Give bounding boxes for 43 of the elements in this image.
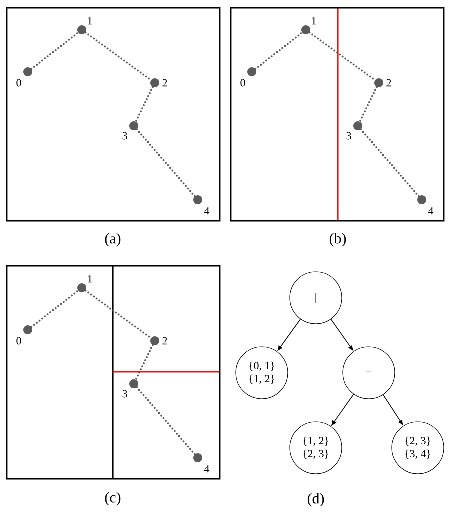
dotted-line (30, 290, 80, 328)
arrow (383, 394, 404, 426)
tree-node: {0, 1} {1, 2} (236, 346, 288, 400)
point-label: 1 (312, 17, 316, 25)
tree-node: | (290, 272, 342, 324)
point-label: 0 (240, 79, 246, 87)
point-label: 4 (204, 207, 210, 215)
tree-node: {2, 3} {3, 4} (392, 422, 444, 474)
point-label: 3 (346, 132, 352, 140)
point-label: 2 (162, 79, 168, 87)
dotted-line (254, 32, 304, 70)
point-label: 0 (16, 79, 22, 87)
dotted-line (84, 290, 152, 340)
arrow (278, 318, 302, 351)
point-label: 4 (428, 207, 434, 215)
dotted-line (360, 128, 420, 198)
panel-frame (6, 7, 221, 222)
caption: (c) (105, 492, 121, 506)
dotted-line (30, 32, 80, 70)
caption: (b) (330, 233, 346, 247)
point-label: 1 (88, 275, 92, 283)
dotted-line (136, 128, 196, 198)
dotted-line (136, 386, 196, 456)
point-label: 2 (386, 79, 392, 87)
panel-frame (230, 7, 445, 222)
point-label: 3 (122, 390, 128, 398)
point-label: 0 (16, 337, 22, 345)
arrow (332, 394, 354, 426)
dotted-line (308, 32, 376, 82)
panel-frame (6, 265, 221, 480)
caption: (a) (105, 233, 121, 247)
dotted-line (84, 32, 152, 82)
point-label: 3 (122, 132, 128, 140)
arrow (330, 319, 354, 351)
dotted-line (135, 344, 154, 381)
caption: (d) (308, 493, 324, 507)
tree-node: − (342, 346, 396, 400)
dotted-line (135, 86, 154, 123)
tree-node: {1, 2} {2, 3} (290, 422, 342, 474)
dotted-line (359, 86, 378, 123)
point-label: 1 (88, 17, 92, 25)
point-label: 4 (204, 465, 210, 473)
point-label: 2 (162, 337, 168, 345)
